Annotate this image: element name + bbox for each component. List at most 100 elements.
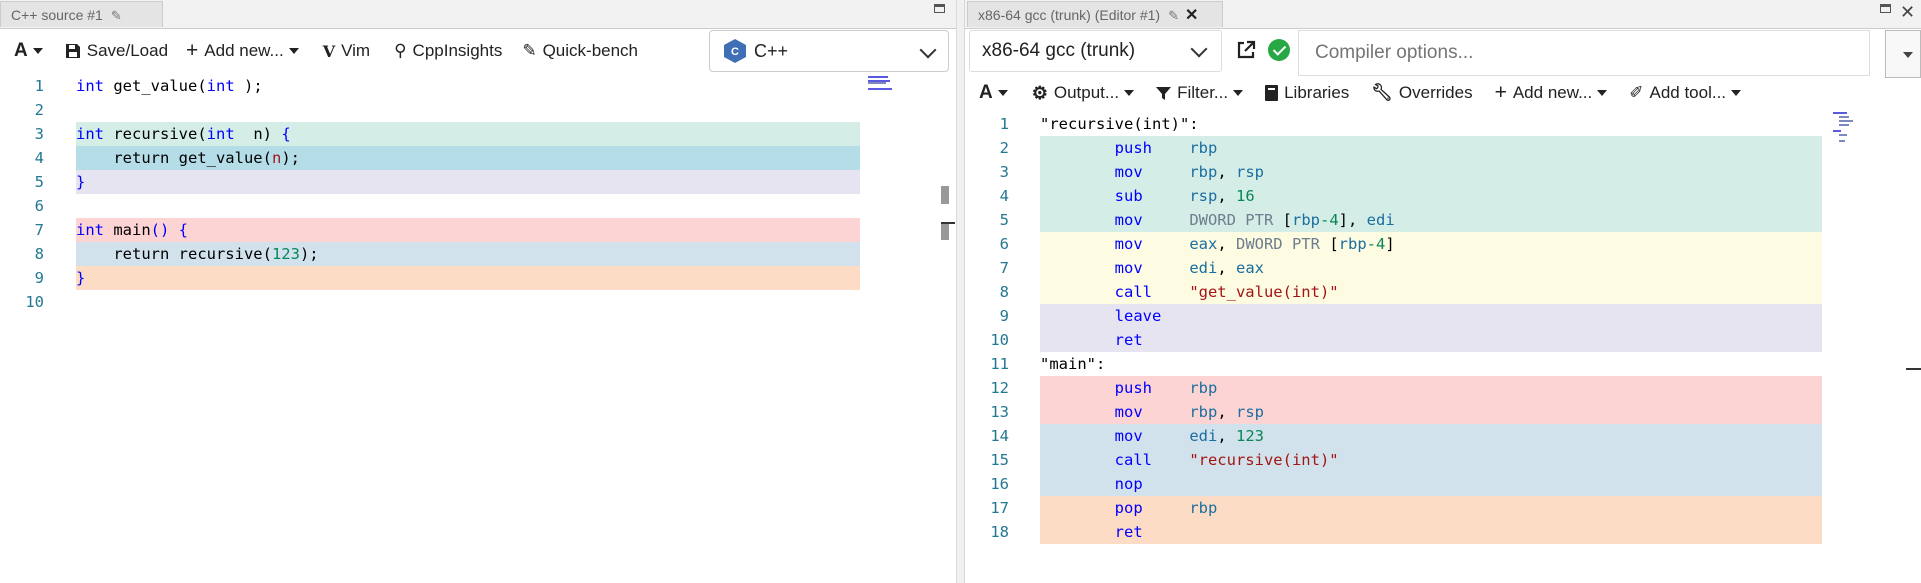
code-line[interactable]: 6 mov eax, DWORD PTR [rbp-4] xyxy=(965,232,1921,256)
code-line[interactable]: 9 leave xyxy=(965,304,1921,328)
quickbench-button[interactable]: ✎Quick-bench xyxy=(522,41,638,61)
line-number: 6 xyxy=(999,235,1009,253)
code-token: eax xyxy=(1235,259,1264,277)
code-token: return get_value( xyxy=(76,149,272,167)
code-token: "recursive(int)": xyxy=(1040,115,1199,133)
vim-icon: V xyxy=(322,41,336,61)
code-line[interactable]: 6 xyxy=(0,194,956,218)
line-highlight xyxy=(1040,472,1822,496)
code-line[interactable]: 14 mov edi, 123 xyxy=(965,424,1921,448)
code-line[interactable]: 11 "main": xyxy=(965,352,1921,376)
code-line[interactable]: 4 sub rsp, 16 xyxy=(965,184,1921,208)
tab-cpp-source[interactable]: C++ source #1✎ xyxy=(0,1,163,27)
pane-divider[interactable] xyxy=(956,0,965,583)
code-line[interactable]: 3 mov rbp, rsp xyxy=(965,160,1921,184)
book-icon xyxy=(1265,85,1279,101)
font-size-button[interactable]: A xyxy=(979,82,1008,104)
line-highlight xyxy=(1040,256,1822,280)
tab-compiler[interactable]: x86-64 gcc (trunk) (Editor #1) ✎ ✕ xyxy=(967,1,1223,27)
compiler-options-input[interactable] xyxy=(1298,30,1870,76)
code-line[interactable]: 17 pop rbp xyxy=(965,496,1921,520)
compiler-select[interactable]: x86-64 gcc (trunk) xyxy=(969,30,1222,72)
add-new-button[interactable]: +Add new... xyxy=(186,39,299,63)
code-token: n) xyxy=(243,125,282,143)
libraries-button[interactable]: Libraries xyxy=(1265,83,1349,103)
options-dropdown-button[interactable] xyxy=(1885,30,1921,78)
source-toolbar: A Save/Load +Add new... V Vim ⚲CppInsight… xyxy=(0,28,956,74)
line-highlight xyxy=(1040,208,1822,232)
line-number: 11 xyxy=(990,355,1009,373)
save-load-button[interactable]: Save/Load xyxy=(65,41,168,61)
rename-pencil-icon[interactable]: ✎ xyxy=(110,8,122,23)
rename-pencil-icon[interactable]: ✎ xyxy=(1168,8,1179,23)
code-line[interactable]: 15 call "recursive(int)" xyxy=(965,448,1921,472)
code-text: } xyxy=(76,266,85,290)
filter-label: Filter... xyxy=(1177,83,1229,102)
vim-button[interactable]: V Vim xyxy=(323,41,370,61)
code-text: call "get_value(int)" xyxy=(1040,280,1339,304)
line-number: 12 xyxy=(990,379,1009,397)
code-line[interactable]: 8 return recursive(123); xyxy=(0,242,956,266)
line-number: 2 xyxy=(34,101,44,119)
code-text: "recursive(int)": xyxy=(1040,112,1199,136)
scrollbar-marker[interactable] xyxy=(941,186,949,204)
line-number: 16 xyxy=(990,475,1009,493)
line-number: 10 xyxy=(25,293,44,311)
code-line[interactable]: 1"recursive(int)": xyxy=(965,112,1921,136)
popout-icon[interactable] xyxy=(1235,39,1257,61)
add-new-button[interactable]: +Add new... xyxy=(1495,81,1608,105)
line-number: 5 xyxy=(34,173,44,191)
font-icon: A xyxy=(979,82,993,103)
code-line[interactable]: 7 mov edi, eax xyxy=(965,256,1921,280)
code-line[interactable]: 13 mov rbp, rsp xyxy=(965,400,1921,424)
code-line[interactable]: 5} xyxy=(0,170,956,194)
code-token: push xyxy=(1040,379,1190,397)
code-line[interactable]: 8 call "get_value(int)" xyxy=(965,280,1921,304)
maximize-icon[interactable] xyxy=(934,4,945,13)
code-line[interactable]: 12 push rbp xyxy=(965,376,1921,400)
code-line[interactable]: 10 ret xyxy=(965,328,1921,352)
code-token: edi xyxy=(1189,427,1218,445)
code-text: "main": xyxy=(1040,352,1105,376)
code-line[interactable]: 2 push rbp xyxy=(965,136,1921,160)
code-token: () { xyxy=(150,221,188,239)
output-button[interactable]: ⚙Output... xyxy=(1032,83,1135,104)
tab-title: x86-64 gcc (trunk) (Editor #1) xyxy=(978,7,1161,23)
compile-success-icon[interactable] xyxy=(1268,39,1290,61)
code-token: main xyxy=(113,221,151,239)
line-number: 8 xyxy=(999,283,1009,301)
font-size-button[interactable]: A xyxy=(14,40,43,62)
cppinsights-button[interactable]: ⚲CppInsights xyxy=(394,41,502,61)
code-line[interactable]: 4 return get_value(n); xyxy=(0,146,956,170)
chevron-down-icon xyxy=(1233,90,1244,96)
filter-button[interactable]: Filter... xyxy=(1156,83,1244,103)
code-text: mov rbp, rsp xyxy=(1040,400,1264,424)
code-line[interactable]: 2 xyxy=(0,98,956,122)
code-line[interactable]: 18 ret xyxy=(965,520,1921,544)
code-line[interactable]: 16 nop xyxy=(965,472,1921,496)
maximize-icon[interactable] xyxy=(1880,4,1891,13)
source-minimap[interactable] xyxy=(868,76,894,96)
assembly-minimap[interactable] xyxy=(1833,112,1859,152)
add-tool-button[interactable]: ✐Add tool... xyxy=(1629,83,1742,103)
overrides-button[interactable]: 🔧︎Overrides xyxy=(1371,83,1472,103)
code-line[interactable]: 10 xyxy=(0,290,956,314)
vim-label: Vim xyxy=(341,41,371,60)
code-token: ], xyxy=(1338,211,1367,229)
close-tab-icon[interactable]: ✕ xyxy=(1184,7,1199,24)
language-select[interactable]: C C++ xyxy=(709,30,949,72)
code-line[interactable]: 5 mov DWORD PTR [rbp-4], edi xyxy=(965,208,1921,232)
close-pane-icon[interactable]: ✕ xyxy=(1900,2,1916,22)
code-token: ret xyxy=(1040,331,1143,349)
code-line[interactable]: 9} xyxy=(0,266,956,290)
line-highlight xyxy=(1040,376,1822,400)
code-token: rsp xyxy=(1235,403,1264,421)
code-token: -4 xyxy=(1366,235,1386,253)
line-highlight xyxy=(76,170,860,194)
scrollbar-marker[interactable] xyxy=(941,222,949,240)
